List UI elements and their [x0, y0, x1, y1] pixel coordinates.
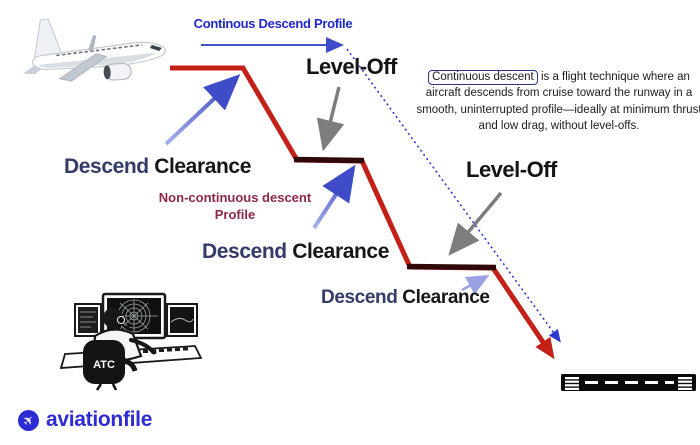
- descend-clearance-label-1: Descend Clearance: [64, 155, 251, 179]
- brand-airplane-icon: ✈: [18, 409, 39, 431]
- airplane-icon: [23, 18, 166, 82]
- descend-word: Descend: [321, 287, 398, 308]
- descend-clearance-arrow-3: [461, 275, 490, 295]
- clearance-word: Clearance: [292, 240, 389, 263]
- atc-chair-label: ATC: [93, 359, 115, 371]
- continuous-descent-info-text: Continuous descent is a flight technique…: [416, 69, 700, 134]
- boxed-phrase: Continuous descent: [428, 70, 538, 85]
- level-off-arrow-2: [448, 191, 503, 256]
- descend-clearance-label-3: Descend Clearance: [321, 287, 490, 309]
- descend-word: Descend: [202, 240, 287, 263]
- runway-icon: [561, 374, 696, 391]
- continuous-profile-label: Continous Descend Profile: [193, 16, 353, 31]
- descend-clearance-arrow-2: [312, 164, 356, 230]
- brand-logo[interactable]: ✈ aviationfile: [18, 408, 152, 432]
- level-off-arrow-1: [316, 86, 345, 152]
- non-continuous-profile-label: Non-continuous descent Profile: [155, 189, 315, 223]
- info-text-rest: is a flight technique where an aircraft …: [416, 71, 700, 132]
- level-off-segment-1: [293, 156, 365, 164]
- descend-word: Descend: [64, 155, 149, 178]
- non-continuous-line2: Profile: [214, 207, 256, 222]
- non-continuous-line1: Non-continuous descent: [158, 190, 312, 205]
- descend-clearance-arrow-1: [164, 74, 241, 146]
- clearance-word: Clearance: [402, 287, 490, 308]
- atc-controller-illustration: ATC: [59, 292, 203, 391]
- brand-name: aviationfile: [46, 408, 153, 431]
- level-off-segment-2: [406, 263, 497, 271]
- descend-clearance-label-2: Descend Clearance: [202, 240, 389, 264]
- level-off-label-1: Level-Off: [306, 54, 397, 79]
- clearance-word: Clearance: [154, 155, 251, 178]
- level-off-label-2: Level-Off: [466, 157, 557, 182]
